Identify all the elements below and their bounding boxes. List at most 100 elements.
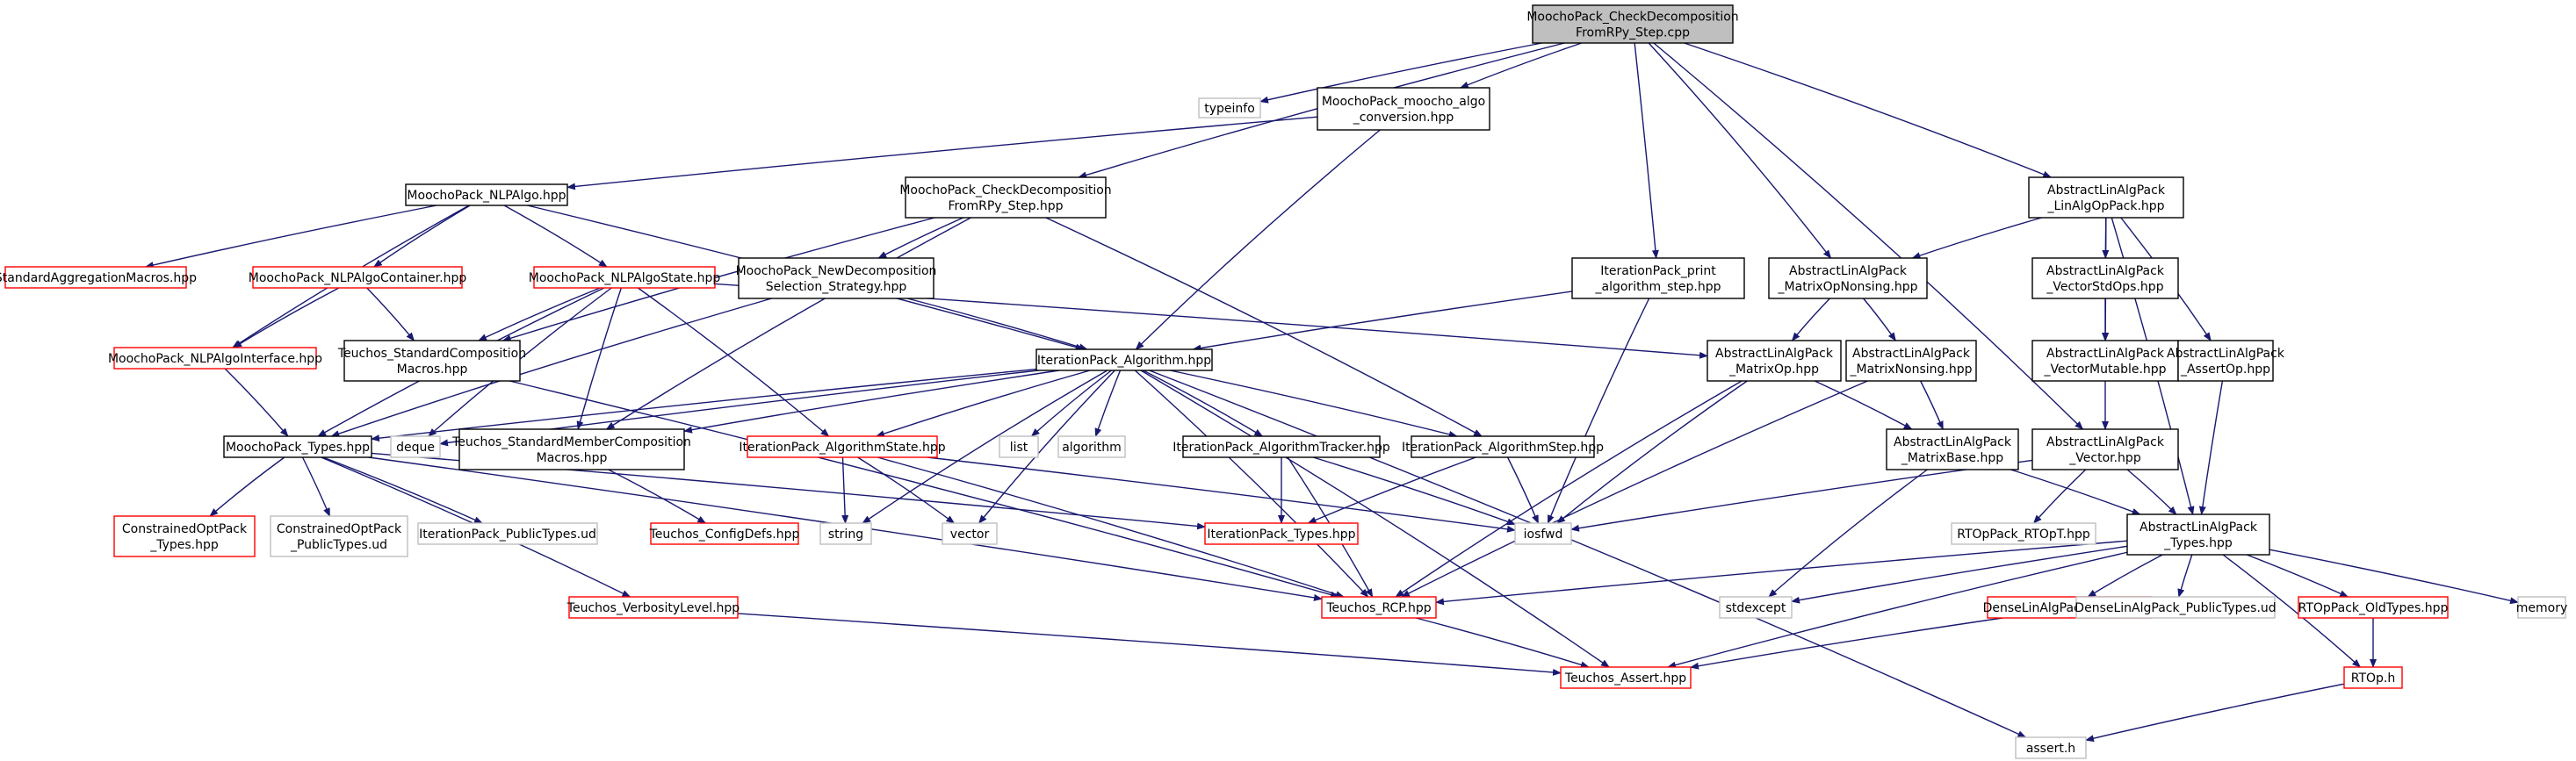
node-copt_ud[interactable]: ConstrainedOptPack_PublicTypes.ud (270, 515, 408, 557)
node-nlpstate[interactable]: MoochoPack_NLPAlgoState.hpp (529, 266, 721, 289)
node-label: _Types.hpp (149, 538, 219, 552)
edge-ala_types-to-rtoph (2222, 554, 2362, 668)
node-label: IterationPack_Algorithm.hpp (1037, 354, 1211, 368)
node-label: ConstrainedOptPack (122, 522, 248, 536)
node-box (1317, 87, 1490, 131)
node-ala_vstd[interactable]: AbstractLinAlgPack_VectorStdOps.hpp (2031, 257, 2179, 299)
edge-root-to-ala_monons (1648, 42, 1832, 259)
node-mooconv[interactable]: MoochoPack_moocho_algo_conversion.hpp (1317, 87, 1490, 131)
node-label: MoochoPack_CheckDecomposition (899, 183, 1111, 197)
edge-ala_matop-to-iosfwd (1556, 380, 1748, 524)
node-stdagg[interactable]: StandardAggregationMacros.hpp (0, 266, 197, 289)
edge-iteralg-to-string (862, 370, 1108, 524)
node-newdecomp[interactable]: MoochoPack_NewDecompositionSelection_Str… (736, 257, 937, 299)
node-string[interactable]: string (819, 522, 872, 545)
node-iter_pubud[interactable]: IterationPack_PublicTypes.ud (417, 522, 598, 545)
edge-ala_vector-to-iosfwd (1570, 459, 2033, 532)
node-rtopt[interactable]: RTOpPack_RTOpT.hpp (1951, 522, 2096, 545)
node-box (405, 183, 568, 206)
node-layer: MoochoPack_CheckDecompositionFromRPy_Ste… (0, 4, 2568, 759)
node-mootypes[interactable]: MoochoPack_Types.hpp (223, 435, 372, 458)
node-typeinfo[interactable]: typeinfo (1198, 97, 1261, 118)
node-ala_types[interactable]: AbstractLinAlgPack_Types.hpp (2126, 513, 2270, 556)
node-cdhpp[interactable]: MoochoPack_CheckDecompositionFromRPy_Ste… (899, 176, 1112, 219)
node-ala_linalg[interactable]: AbstractLinAlgPack_LinAlgOpPack.hpp (2028, 176, 2184, 219)
node-label: iosfwd (1524, 528, 1563, 542)
node-label: Teuchos_ConfigDefs.hpp (649, 528, 800, 542)
node-box (2028, 176, 2184, 219)
node-label: Teuchos_RCP.hpp (1325, 601, 1431, 615)
node-memory[interactable]: memory (2516, 596, 2568, 619)
node-box (343, 340, 521, 382)
node-box (2126, 513, 2270, 556)
node-nlpalgo[interactable]: MoochoPack_NLPAlgo.hpp (405, 183, 568, 206)
node-tstdmem[interactable]: Teuchos_StandardMemberCompositionMacros.… (451, 428, 691, 470)
node-iosfwd[interactable]: iosfwd (1514, 522, 1572, 545)
node-iterprint[interactable]: IterationPack_print_algorithm_step.hpp (1571, 257, 1745, 299)
node-label: StandardAggregationMacros.hpp (0, 271, 197, 285)
node-tassert[interactable]: Teuchos_Assert.hpp (1560, 666, 1692, 689)
node-rtoph[interactable]: RTOp.h (2343, 666, 2403, 689)
node-label: algorithm (1062, 441, 1122, 455)
edge-tstdcomp-to-trcp (509, 380, 1339, 599)
edge-mootypes-to-copt_ud (301, 456, 331, 517)
node-iterstate[interactable]: IterationPack_AlgorithmState.hpp (739, 435, 946, 458)
node-ala_vector[interactable]: AbstractLinAlgPack_Vector.hpp (2031, 428, 2179, 470)
edge-ala_types-to-tassert (1667, 551, 2128, 669)
edge-iterstep-to-iosfwd (1506, 456, 1540, 524)
node-label: MoochoPack_NLPAlgoInterface.hpp (108, 352, 322, 366)
node-root[interactable]: MoochoPack_CheckDecompositionFromRPy_Ste… (1526, 4, 1739, 44)
edge-mooconv-to-nlpalgo (566, 116, 1318, 190)
node-label: AbstractLinAlgPack (1715, 347, 1834, 361)
node-label: ConstrainedOptPack (277, 522, 402, 536)
node-itertypes[interactable]: IterationPack_Types.hpp (1204, 522, 1359, 545)
node-box (1321, 596, 1437, 619)
node-ala_matnons[interactable]: AbstractLinAlgPack_MatrixNonsing.hpp (1845, 340, 1977, 382)
node-label: _MatrixBase.hpp (1901, 451, 2003, 465)
node-tconfig[interactable]: Teuchos_ConfigDefs.hpp (649, 522, 800, 545)
node-box (1707, 340, 1842, 382)
node-ala_assertop[interactable]: AbstractLinAlgPack_AssertOp.hpp (2167, 340, 2285, 382)
node-box (819, 522, 872, 545)
node-label: MoochoPack_NLPAlgoState.hpp (529, 271, 721, 285)
edge-nlpstate-to-tstdmem (576, 287, 622, 430)
node-asserth[interactable]: assert.h (2015, 736, 2087, 759)
edge-rtoph-to-asserth (2085, 683, 2345, 743)
node-ala_vmut[interactable]: AbstractLinAlgPack_VectorMutable.hpp (2031, 340, 2179, 382)
node-algorithm[interactable]: algorithm (1057, 435, 1126, 458)
node-nlpiface[interactable]: MoochoPack_NLPAlgoInterface.hpp (108, 347, 322, 370)
node-copt_types[interactable]: ConstrainedOptPack _Types.hpp (113, 515, 256, 557)
node-iterstep[interactable]: IterationPack_AlgorithmStep.hpp (1402, 435, 1604, 458)
edge-ala_types-to-dense_types (2087, 554, 2163, 598)
node-ala_monons[interactable]: AbstractLinAlgPack_MatrixOpNonsing.hpp (1768, 257, 1928, 299)
node-itertracker[interactable]: IterationPack_AlgorithmTracker.hpp (1173, 435, 1390, 458)
node-box (252, 266, 463, 289)
node-ala_matop[interactable]: AbstractLinAlgPack_MatrixOp.hpp (1707, 340, 1842, 382)
edge-newdecomp-to-iteralg (906, 298, 1088, 351)
node-box (1719, 596, 1793, 619)
edge-cdhpp-to-tstdmem (605, 217, 971, 430)
edge-iterprint-to-iteralg (1192, 291, 1573, 352)
node-trcp[interactable]: Teuchos_RCP.hpp (1321, 596, 1437, 619)
node-ala_matbase[interactable]: AbstractLinAlgPack_MatrixBase.hpp (1886, 428, 2019, 470)
edge-ala_linalg-to-ala_monons (1911, 217, 2042, 259)
node-list[interactable]: list (999, 435, 1039, 458)
node-iteralg[interactable]: IterationPack_Algorithm.hpp (1035, 348, 1213, 371)
edge-root-to-ala_vector (1653, 42, 2084, 430)
node-dense_ud[interactable]: DenseLinAlgPack_PublicTypes.ud (2075, 596, 2277, 619)
node-box (533, 266, 716, 289)
node-stdexcept[interactable]: stdexcept (1719, 596, 1793, 619)
node-tverb[interactable]: Teuchos_VerbosityLevel.hpp (566, 596, 740, 619)
node-vector[interactable]: vector (942, 522, 998, 545)
node-deque[interactable]: deque (390, 435, 441, 458)
edge-ala_types-to-trcp (1435, 540, 2128, 606)
edge-ala_matnons-to-ala_matbase (1920, 380, 1944, 430)
node-label: vector (950, 528, 990, 542)
node-nlpcont[interactable]: MoochoPack_NLPAlgoContainer.hpp (249, 266, 467, 289)
node-rtop_old[interactable]: RTOpPack_OldTypes.hpp (2298, 596, 2449, 619)
node-label: RTOp.h (2351, 671, 2396, 686)
node-box (1198, 97, 1261, 118)
edge-nlpalgo-to-stdagg (144, 205, 437, 269)
node-label: IterationPack_print (1600, 264, 1716, 278)
